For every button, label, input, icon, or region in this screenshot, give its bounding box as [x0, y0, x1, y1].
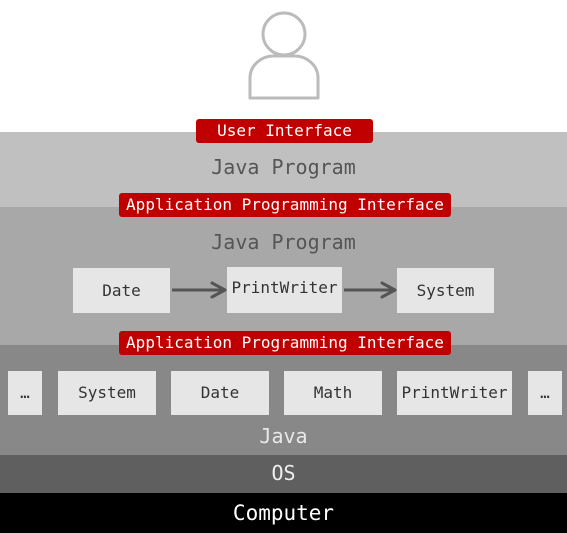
api-label-lower: Application Programming Interface: [119, 331, 451, 355]
os-layer-title: OS: [271, 461, 296, 485]
library-class-printwriter: PrintWriter: [397, 371, 512, 415]
library-class-more-right: …: [528, 371, 562, 415]
person-outline-icon: [248, 11, 320, 100]
program-class-system: System: [397, 268, 494, 313]
computer-layer-title: Computer: [232, 501, 335, 525]
library-class-system: System: [58, 371, 156, 415]
user-interface-label: User Interface: [196, 119, 373, 143]
layer-computer: [0, 493, 567, 533]
program-class-date: Date: [73, 268, 170, 313]
java-program-outer-title: Java Program: [211, 155, 356, 179]
program-class-printwriter: PrintWriter: [227, 267, 342, 313]
library-class-more-left: …: [8, 371, 42, 415]
library-class-math: Math: [284, 371, 382, 415]
java-program-inner-title: Java Program: [211, 230, 356, 254]
java-layer-title: Java: [259, 424, 308, 448]
api-label-upper: Application Programming Interface: [119, 193, 451, 217]
library-class-date: Date: [171, 371, 269, 415]
layer-os: [0, 455, 567, 493]
